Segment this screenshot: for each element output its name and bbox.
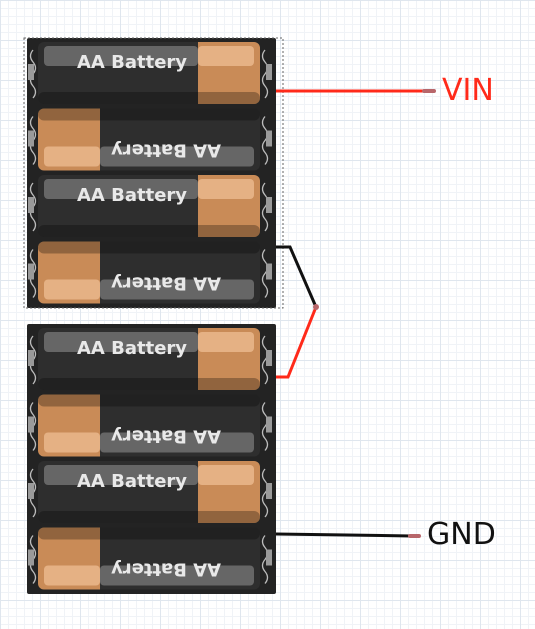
vin-label: VIN	[442, 73, 494, 108]
contact-left	[28, 549, 34, 566]
cell-highlight	[44, 332, 198, 352]
battery-label: AA Battery	[77, 185, 187, 206]
gnd-wire[interactable]	[275, 532, 413, 538]
cell-highlight	[100, 565, 254, 586]
battery-label: AA Battery	[111, 140, 221, 161]
contact-right	[266, 263, 272, 280]
contact-right	[266, 130, 272, 147]
contact-left	[28, 64, 34, 80]
contact-right	[266, 350, 272, 366]
battery-label: AA Battery	[111, 426, 221, 447]
cell-highlight	[100, 146, 254, 167]
contact-left	[28, 416, 34, 433]
series-wire-red[interactable]	[276, 306, 318, 379]
battery-cell: AA Battery	[28, 461, 272, 523]
cell-highlight	[44, 46, 198, 66]
gnd-label: GND	[427, 517, 496, 552]
battery-label: AA Battery	[77, 471, 187, 492]
battery-cell: AA Battery	[28, 328, 272, 390]
cells-top: AA Battery AA Battery AA Battery AA Battery	[28, 42, 272, 304]
battery-label: AA Battery	[111, 273, 221, 294]
contact-left	[28, 483, 34, 499]
battery-cell: AA Battery	[28, 241, 272, 304]
cell-highlight	[100, 432, 254, 453]
cells-bottom: AA Battery AA Battery AA Battery AA Battery	[28, 328, 272, 590]
battery-cell: AA Battery	[28, 394, 272, 457]
battery-cell: AA Battery	[28, 175, 272, 237]
holder-bottom[interactable]: AA Battery AA Battery AA Battery AA Battery	[27, 324, 276, 594]
battery-cell: AA Battery	[28, 527, 272, 590]
battery-label: AA Battery	[111, 559, 221, 580]
wires	[275, 89, 436, 538]
contact-left	[28, 197, 34, 213]
battery-label: AA Battery	[77, 338, 187, 359]
contact-left	[28, 130, 34, 147]
cell-highlight	[44, 465, 198, 485]
contact-right	[266, 549, 272, 566]
cell-highlight	[44, 179, 198, 199]
contact-right	[266, 64, 272, 80]
selection-box	[23, 37, 284, 309]
series-wire-black[interactable]	[276, 245, 318, 308]
contact-right	[266, 197, 272, 213]
battery-label: AA Battery	[77, 52, 187, 73]
contact-left	[28, 263, 34, 280]
battery-cell: AA Battery	[28, 42, 272, 104]
holder-top[interactable]: AA Battery AA Battery AA Battery AA Battery	[23, 37, 284, 309]
battery-cell: AA Battery	[28, 108, 272, 171]
wire-bend-point	[313, 304, 319, 310]
contact-right	[266, 416, 272, 433]
contact-right	[266, 483, 272, 499]
cell-highlight	[100, 279, 254, 300]
contact-left	[28, 350, 34, 366]
